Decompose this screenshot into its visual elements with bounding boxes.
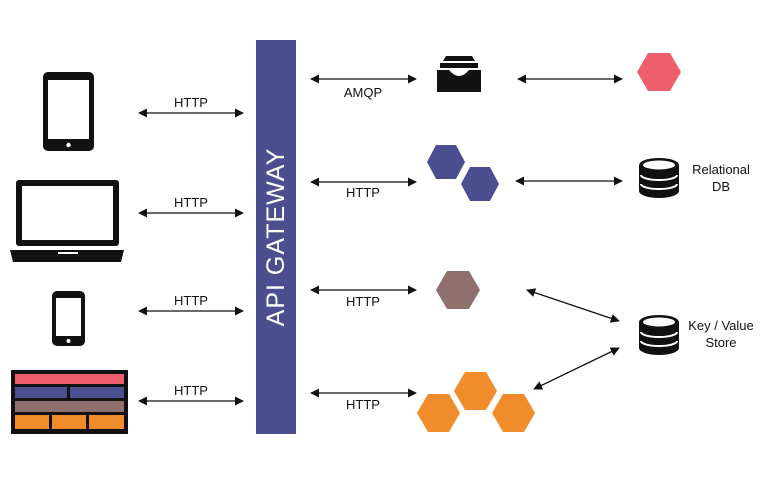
hexagon-cluster-icon [417, 372, 535, 432]
key-value-store-icon [639, 315, 679, 355]
key-value-store-label-line2: Store [705, 335, 736, 350]
phone-protocol-label: HTTP [174, 293, 208, 308]
relational-db-icon [639, 158, 679, 198]
relational-db-label-line2: DB [712, 179, 730, 194]
inbox-tray-icon [437, 56, 481, 92]
blue-service-protocol-label: HTTP [346, 185, 380, 200]
key-value-store-label-line1: Key / Value [688, 318, 754, 333]
laptop-protocol-label: HTTP [174, 195, 208, 210]
laptop-icon [10, 180, 124, 262]
queue-protocol-label: AMQP [344, 85, 382, 100]
brown-service-protocol-label: HTTP [346, 294, 380, 309]
queue-consumer-hexagon-icon [637, 53, 681, 91]
webapp-protocol-label: HTTP [174, 383, 208, 398]
tablet-protocol-label: HTTP [174, 95, 208, 110]
relational-db-label-line1: Relational [692, 162, 750, 177]
web-layout-icon [11, 370, 128, 434]
phone-icon [52, 291, 85, 346]
brown-hexagon-icon [436, 271, 480, 309]
brown-service-kv-arrow [526, 288, 620, 323]
hexagon-pair-icon [427, 145, 499, 201]
api-gateway-bar [256, 40, 296, 434]
orange-service-protocol-label: HTTP [346, 397, 380, 412]
tablet-icon [43, 72, 94, 151]
orange-service-kv-arrow [533, 347, 620, 390]
api-gateway-label: API GATEWAY [262, 148, 290, 327]
